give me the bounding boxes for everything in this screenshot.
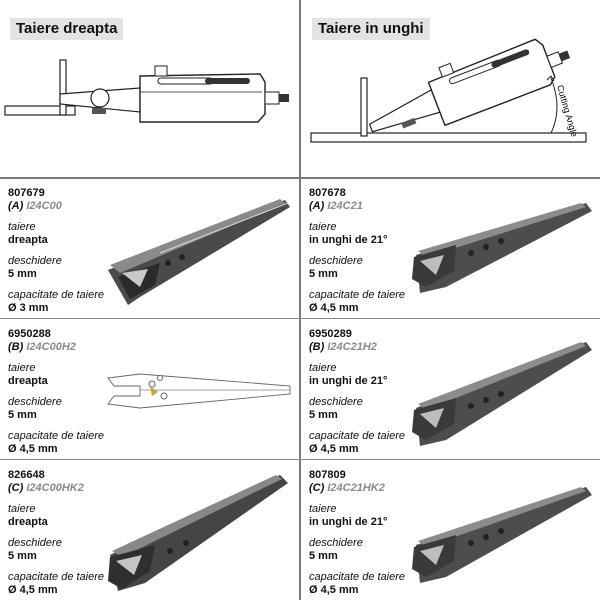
opening-label: deschidere [309, 396, 363, 408]
cut-value: in unghi de 21° [309, 234, 388, 246]
cut-value: dreapta [8, 516, 48, 528]
capacity-label: capacitate de taiere [8, 430, 105, 442]
capacity-value: Ø 3 mm [8, 302, 49, 314]
row-divider [0, 177, 600, 179]
capacity-label: capacitate de taiere [8, 289, 105, 301]
model-code: I24C21H2 [327, 341, 377, 353]
capacity-label: capacitate de taiere [8, 571, 105, 583]
row-divider [0, 459, 600, 460]
cutting-angle-label: Cutting Angle [555, 84, 579, 138]
product-cell: 6950288 (B) I24C00H2 taiere dreapta desc… [0, 320, 298, 460]
model-code: I24C00 [26, 200, 62, 212]
capacity-value: Ø 4,5 mm [8, 584, 58, 596]
opening-label: deschidere [8, 255, 62, 267]
cut-value: in unghi de 21° [309, 375, 388, 387]
opening-value: 5 mm [309, 268, 338, 280]
cut-value: dreapta [8, 375, 48, 387]
cut-label: taiere [8, 221, 36, 233]
cutter-blade-image [412, 203, 592, 293]
product-cell: 826648 (C) I24C00HK2 taiere dreapta desc… [0, 461, 298, 601]
product-code: 807679 [8, 187, 45, 199]
model-code: I24C00H2 [26, 341, 76, 353]
product-cell: 807809 (C) I24C21HK2 taiere in unghi de … [301, 461, 599, 601]
cutter-blade-image [412, 487, 592, 583]
capacity-value: Ø 4,5 mm [309, 584, 359, 596]
variant-label: (B) [309, 341, 325, 353]
capacity-value: Ø 4,5 mm [309, 443, 359, 455]
model-code: I24C00HK2 [26, 482, 84, 494]
cut-label: taiere [309, 362, 337, 374]
row-divider [0, 318, 600, 319]
product-cell: 807678 (A) I24C21 taiere in unghi de 21°… [301, 179, 599, 319]
cut-label: taiere [309, 221, 337, 233]
cutter-blade-image [108, 199, 290, 305]
product-code: 807678 [309, 187, 346, 199]
cutter-blade-outline [107, 373, 291, 409]
variant-label: (A) [8, 200, 24, 212]
cut-value: dreapta [8, 234, 48, 246]
variant-label: (A) [309, 200, 325, 212]
cut-label: taiere [309, 503, 337, 515]
product-cell: 807679 (A) I24C00 taiere dreapta deschid… [0, 179, 298, 319]
cut-label: taiere [8, 362, 36, 374]
header-angled-cut: Taiere in unghi [312, 18, 430, 40]
header-straight-cut: Taiere dreapta [10, 18, 124, 40]
model-code: I24C21HK2 [327, 482, 385, 494]
opening-label: deschidere [309, 537, 363, 549]
tool-body [139, 73, 266, 123]
tool-body [427, 38, 556, 127]
variant-label: (B) [8, 341, 24, 353]
capacity-value: Ø 4,5 mm [8, 443, 58, 455]
product-cell: 6950289 (B) I24C21H2 taiere in unghi de … [301, 320, 599, 460]
opening-value: 5 mm [8, 268, 37, 280]
cut-label: taiere [8, 503, 36, 515]
straight-cut-diagram [4, 59, 289, 123]
product-code: 6950289 [309, 328, 352, 340]
capacity-label: capacitate de taiere [309, 289, 406, 301]
product-code: 826648 [8, 469, 45, 481]
opening-value: 5 mm [309, 550, 338, 562]
opening-label: deschidere [309, 255, 363, 267]
variant-label: (C) [8, 482, 24, 494]
opening-value: 5 mm [8, 409, 37, 421]
workpiece [310, 132, 587, 143]
opening-value: 5 mm [8, 550, 37, 562]
model-code: I24C21 [327, 200, 363, 212]
product-code: 807809 [309, 469, 346, 481]
cutter-blade-image [108, 475, 288, 591]
opening-value: 5 mm [309, 409, 338, 421]
angled-cut-diagram: Cutting Angle [310, 38, 587, 143]
product-code: 6950288 [8, 328, 51, 340]
opening-label: deschidere [8, 396, 62, 408]
variant-label: (C) [309, 482, 325, 494]
cutter-blade-image [412, 342, 592, 446]
column-divider [299, 0, 301, 600]
opening-label: deschidere [8, 537, 62, 549]
workpiece [4, 105, 76, 116]
capacity-label: capacitate de taiere [309, 430, 406, 442]
cut-value: in unghi de 21° [309, 516, 388, 528]
capacity-value: Ø 4,5 mm [309, 302, 359, 314]
capacity-label: capacitate de taiere [309, 571, 406, 583]
